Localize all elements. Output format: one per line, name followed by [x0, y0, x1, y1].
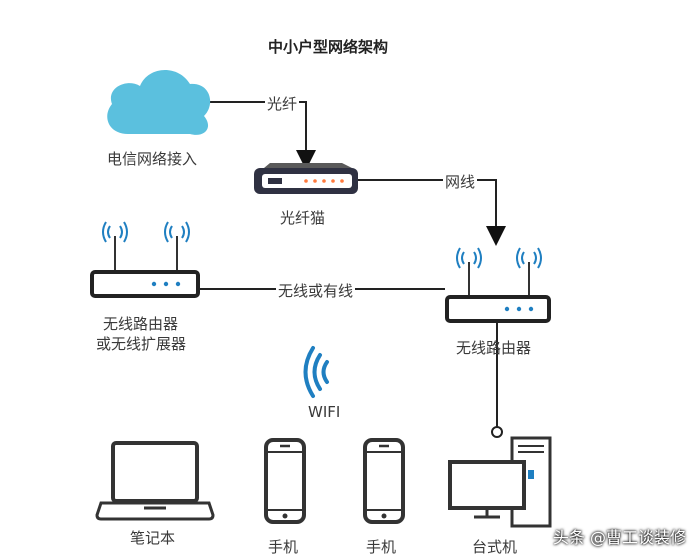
extender-label-line2: 或无线扩展器 — [96, 335, 187, 353]
phone-icon-1 — [264, 438, 306, 524]
router-icon — [445, 247, 551, 323]
laptop-icon — [95, 441, 215, 521]
cable-edge-label: 网线 — [443, 171, 478, 192]
router-label: 无线路由器 — [456, 339, 532, 357]
edge-cable — [358, 179, 506, 246]
phone2-label: 手机 — [366, 538, 397, 556]
watermark: 头条 @曹工谈装修 — [552, 528, 686, 547]
edge-router-desktop — [491, 322, 503, 438]
cloud-icon — [107, 69, 211, 135]
phone1-label: 手机 — [268, 538, 299, 556]
wireless-or-wired-edge-label: 无线或有线 — [276, 280, 356, 301]
desktop-icon — [448, 436, 552, 528]
edge-fiber — [208, 101, 316, 170]
wifi-icon — [303, 346, 329, 398]
page-title: 中小户型网络架构 — [268, 38, 389, 56]
extender-router-icon — [90, 221, 200, 298]
modem-icon — [254, 163, 358, 194]
laptop-label: 笔记本 — [130, 529, 176, 547]
extender-label-line1: 无线路由器 — [103, 315, 179, 333]
modem-label: 光纤猫 — [280, 209, 326, 227]
wifi-label: WIFI — [308, 403, 341, 421]
cloud-label: 电信网络接入 — [107, 150, 198, 168]
desktop-label: 台式机 — [472, 538, 518, 556]
phone-icon-2 — [363, 438, 405, 524]
fiber-edge-label: 光纤 — [265, 93, 300, 114]
